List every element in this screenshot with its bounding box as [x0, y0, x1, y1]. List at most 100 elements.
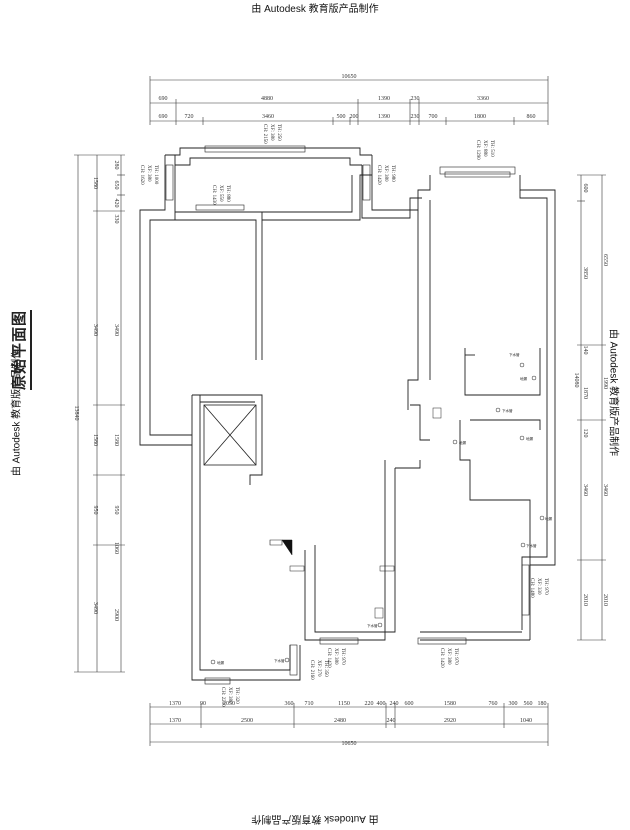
window-line: XF: 380: [446, 648, 451, 665]
window-line: CH: 1420: [376, 165, 381, 185]
window-line: XF: 380: [146, 165, 151, 182]
window-label-5: TH: 970 XF: 330 CH: 1480: [529, 578, 548, 598]
window-line: CH: 1430: [211, 185, 216, 205]
dim-label: 1580: [92, 177, 98, 189]
pipe-icon: [284, 657, 290, 663]
window-line: CH: 1620: [139, 165, 144, 185]
window-line: CH: 1420: [326, 648, 331, 668]
dim-label: 240: [390, 701, 399, 707]
dim-label: 2500: [241, 718, 253, 724]
window-line: CH: 1290: [475, 140, 480, 160]
sink-icon: [374, 607, 384, 619]
dim-label: 1580: [92, 434, 98, 446]
watermark-top: 由 Autodesk 教育版产品制作: [251, 4, 379, 15]
fixture-label: 地漏: [520, 376, 528, 381]
window-line: CH: 1480: [529, 578, 534, 598]
window-label-4: TH: 880 XF: 550 CH: 1430: [211, 185, 230, 205]
dim-label: 1370: [169, 718, 181, 724]
dim-label: 90: [200, 701, 206, 707]
dim-label: 500: [337, 114, 346, 120]
window-line: TH: 350: [323, 660, 328, 677]
window-label-6: TH: 970 XF: 380 CH: 1420: [326, 648, 345, 668]
dim-label: 3460: [602, 484, 608, 496]
dim-top-row1: 690 4880 1390 230 3360: [159, 96, 490, 102]
dim-label: 330: [113, 215, 119, 224]
column-icon: [269, 539, 283, 546]
dim-label: 4880: [261, 96, 273, 102]
dim-label: 2050: [223, 701, 235, 707]
dim-label: 1800: [474, 114, 486, 120]
window-line: XF: 550: [218, 185, 223, 202]
window-label-0: TH: 250 XF: 380 CH: 2150: [262, 124, 281, 144]
fixture-label: 下水管: [274, 658, 285, 663]
fixture-label: 下水管: [526, 543, 537, 548]
dim-label: 300: [509, 701, 518, 707]
dim-label: 950: [113, 506, 119, 515]
dim-label: 3850: [582, 267, 588, 279]
window-line: CH: 2200: [220, 687, 225, 707]
window-line: XF: 380: [269, 124, 274, 141]
fixture-label: 地漏: [545, 516, 553, 521]
dim-label: 1370: [169, 701, 181, 707]
counter-icon: [289, 565, 305, 572]
fixtures: [210, 362, 545, 665]
dim-label: 690: [159, 114, 168, 120]
dim-label: 1870: [582, 387, 588, 399]
dim-label: 1150: [338, 701, 350, 707]
window-label-2: TH: 1000 XF: 380 CH: 1620: [139, 165, 158, 185]
dim-label: 6550: [602, 254, 608, 266]
dim-label: 2010: [602, 594, 608, 606]
fixture-label: 地漏: [526, 436, 534, 441]
drain-icon: [519, 435, 525, 441]
window-line: TH: 970: [543, 578, 548, 595]
window-line: TH: 510: [489, 140, 494, 157]
dimension-lines: [74, 76, 606, 746]
pipe-icon: [495, 407, 501, 413]
dim-label: 240: [387, 718, 396, 724]
dim-label: 2920: [444, 718, 456, 724]
drain-icon: [539, 515, 545, 521]
dim-left-row2: 1580 3490 1580 950 3490: [92, 177, 98, 614]
dim-left-row1: 280 650 420 330 3490 1580 950 1060 2900: [113, 161, 119, 622]
window-line: XF: 270: [316, 660, 321, 677]
dim-label: 3490: [92, 324, 98, 336]
elevator-shaft: [203, 404, 257, 466]
pipe-icon: [377, 622, 383, 628]
dim-label: 2010: [582, 594, 588, 606]
dim-label: 1040: [520, 718, 532, 724]
window-line: CH: 2150: [262, 124, 267, 144]
sink-icon: [432, 407, 442, 419]
counter-icon: [379, 565, 395, 572]
dim-label: 1390: [378, 96, 390, 102]
dim-label: 3360: [477, 96, 489, 102]
dim-left-total: 13840: [73, 406, 79, 421]
window-line: XF: 330: [536, 578, 541, 595]
dim-label: 3460: [262, 114, 274, 120]
dim-label: 360: [285, 701, 294, 707]
window-line: TH: 970: [453, 648, 458, 665]
dim-right-row1: 600 3850 140 1870 120 3460 2010: [582, 184, 588, 607]
marker-triangle-icon: [281, 539, 293, 556]
window-line: TH: 980: [390, 165, 395, 182]
dim-label: 1990: [602, 377, 608, 389]
window-label-1: TH: 510 XF: 880 CH: 1290: [475, 140, 494, 160]
dim-label: 200: [350, 114, 359, 120]
window-label-9: TH: 320 XF: 380 CH: 2200: [220, 687, 239, 707]
dim-top-total: 10650: [342, 74, 357, 80]
dim-label: 3490: [92, 602, 98, 614]
window-line: TH: 1000: [153, 165, 158, 185]
dim-label: 600: [582, 184, 588, 193]
window-line: XF: 880: [482, 140, 487, 157]
fixture-labels: 下水管 地漏 下水管 地漏 地漏 下水管 地漏 下水管 下水管 地漏: [217, 352, 553, 665]
window-line: CH: 2160: [309, 660, 314, 680]
dim-label: 710: [305, 701, 314, 707]
window-label-3: TH: 980 XF: 380 CH: 1420: [376, 165, 395, 185]
dim-label: 760: [489, 701, 498, 707]
dim-label: 3490: [113, 324, 119, 336]
dim-label: 700: [429, 114, 438, 120]
windows: [165, 145, 530, 685]
dim-label: 1580: [113, 434, 119, 446]
dim-label: 120: [582, 429, 588, 438]
window-label-8: TH: 350 XF: 270 CH: 2160: [309, 660, 328, 680]
